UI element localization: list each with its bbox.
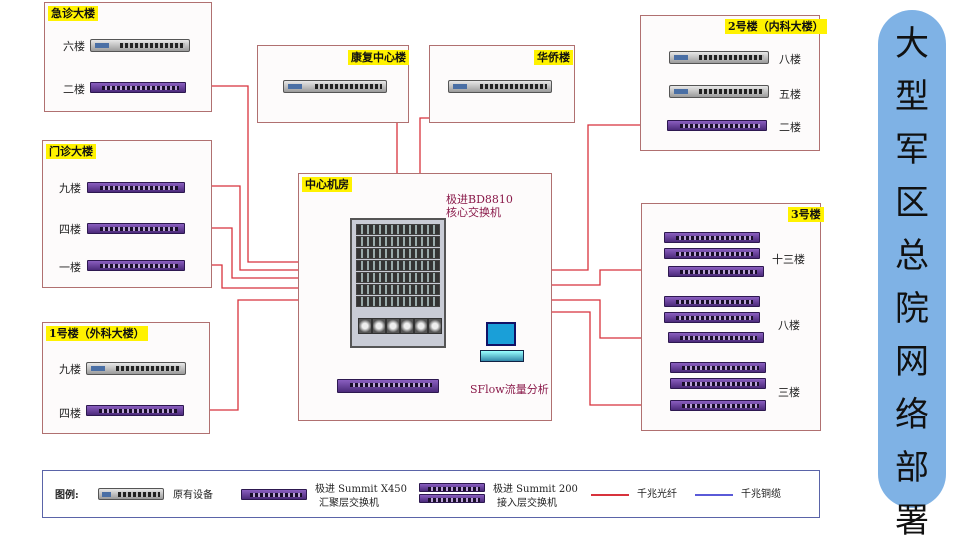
- building-label: 急诊大楼: [48, 6, 98, 21]
- core-switch-chassis[interactable]: [350, 218, 446, 348]
- sflow-pc-icon[interactable]: [478, 322, 524, 362]
- existing-switch[interactable]: [448, 80, 552, 93]
- access-switch[interactable]: [670, 362, 766, 373]
- legend-x450-line2: 汇聚层交换机: [319, 498, 379, 509]
- title-character: 大: [895, 24, 929, 64]
- building-rehab: 康复中心楼: [257, 45, 409, 123]
- access-switch[interactable]: [670, 378, 766, 389]
- existing-switch[interactable]: [669, 85, 769, 98]
- title-character: 院: [895, 289, 929, 329]
- building-2: 2号楼（内科大楼） 八楼 五楼 二楼: [640, 15, 827, 151]
- aggregation-switch[interactable]: [337, 379, 439, 393]
- existing-switch[interactable]: [283, 80, 387, 93]
- building-emergency: 急诊大楼 六楼 二楼: [44, 2, 212, 112]
- existing-switch[interactable]: [86, 362, 186, 375]
- floor-label: 四楼: [59, 407, 81, 420]
- legend-copper-label: 千兆铜缆: [741, 489, 781, 500]
- legend-s200-icon: [419, 494, 485, 503]
- existing-switch[interactable]: [90, 39, 190, 52]
- title-character: 总: [895, 236, 929, 276]
- building-label: 康复中心楼: [348, 50, 409, 65]
- access-switch[interactable]: [664, 232, 760, 243]
- building-label: 1号楼（外科大楼）: [46, 326, 148, 341]
- building-label: 门诊大楼: [46, 144, 96, 159]
- aggregation-switch[interactable]: [668, 266, 764, 277]
- building-1: 1号楼（外科大楼） 九楼 四楼: [42, 322, 210, 434]
- building-3: 3号楼 十三楼 八楼 三楼: [641, 203, 824, 431]
- legend-s200-line1: 极进 Summit 200: [493, 484, 578, 495]
- floor-label: 六楼: [63, 40, 85, 53]
- floor-label: 二楼: [779, 121, 801, 134]
- title-character: 型: [895, 77, 929, 117]
- building-outpatient: 门诊大楼 九楼 四楼 一楼: [42, 140, 212, 288]
- floor-label: 九楼: [59, 363, 81, 376]
- access-switch[interactable]: [664, 296, 760, 307]
- aggregation-switch[interactable]: [87, 260, 185, 271]
- access-switch[interactable]: [667, 120, 767, 131]
- floor-label: 五楼: [779, 88, 801, 101]
- floor-label: 八楼: [778, 319, 800, 332]
- legend-fiber-label: 千兆光纤: [637, 489, 677, 500]
- sflow-label: SFlow流量分析: [470, 383, 549, 396]
- floor-label: 三楼: [778, 386, 800, 399]
- access-switch[interactable]: [664, 312, 760, 323]
- access-switch[interactable]: [664, 248, 760, 259]
- aggregation-switch[interactable]: [670, 400, 766, 411]
- legend-fiber-line: [591, 494, 629, 496]
- core-switch-label-1: 极进BD8810: [446, 193, 513, 206]
- legend-s200-icon: [419, 483, 485, 492]
- floor-label: 四楼: [59, 223, 81, 236]
- floor-label: 八楼: [779, 53, 801, 66]
- legend-copper-line: [695, 494, 733, 496]
- title-character: 络: [895, 395, 929, 435]
- floor-label: 一楼: [59, 261, 81, 274]
- floor-label: 二楼: [63, 83, 85, 96]
- legend-title: 图例:: [55, 490, 79, 501]
- access-switch[interactable]: [90, 82, 186, 93]
- fiber-link-building1: [185, 299, 352, 411]
- title-banner: 大型军区总院网络部署: [878, 10, 946, 541]
- legend-existing-label: 原有设备: [173, 490, 213, 501]
- existing-switch[interactable]: [669, 51, 769, 64]
- building-overseas: 华侨楼: [429, 45, 575, 123]
- legend-x450-icon: [241, 489, 307, 500]
- title-character: 网: [895, 342, 929, 382]
- access-switch[interactable]: [86, 405, 184, 416]
- title-character: 军: [895, 130, 929, 170]
- building-label: 华侨楼: [534, 50, 573, 65]
- aggregation-switch[interactable]: [87, 182, 185, 193]
- floor-label: 九楼: [59, 182, 81, 195]
- legend-s200-line2: 接入层交换机: [497, 498, 557, 509]
- building-label: 3号楼: [788, 207, 824, 222]
- building-label: 2号楼（内科大楼）: [725, 19, 827, 34]
- legend-x450-line1: 极进 Summit X450: [315, 484, 408, 495]
- legend-existing-icon: [98, 488, 164, 500]
- core-switch-label-2: 核心交换机: [446, 206, 501, 219]
- title-character: 区: [895, 183, 929, 223]
- title-character: 署: [895, 501, 929, 541]
- aggregation-switch[interactable]: [87, 223, 185, 234]
- core-room-label: 中心机房: [302, 177, 352, 192]
- legend: 图例: 原有设备 极进 Summit X450 汇聚层交换机 极进 Summit…: [42, 470, 820, 518]
- title-character: 部: [895, 448, 929, 488]
- floor-label: 十三楼: [772, 253, 805, 266]
- aggregation-switch[interactable]: [668, 332, 764, 343]
